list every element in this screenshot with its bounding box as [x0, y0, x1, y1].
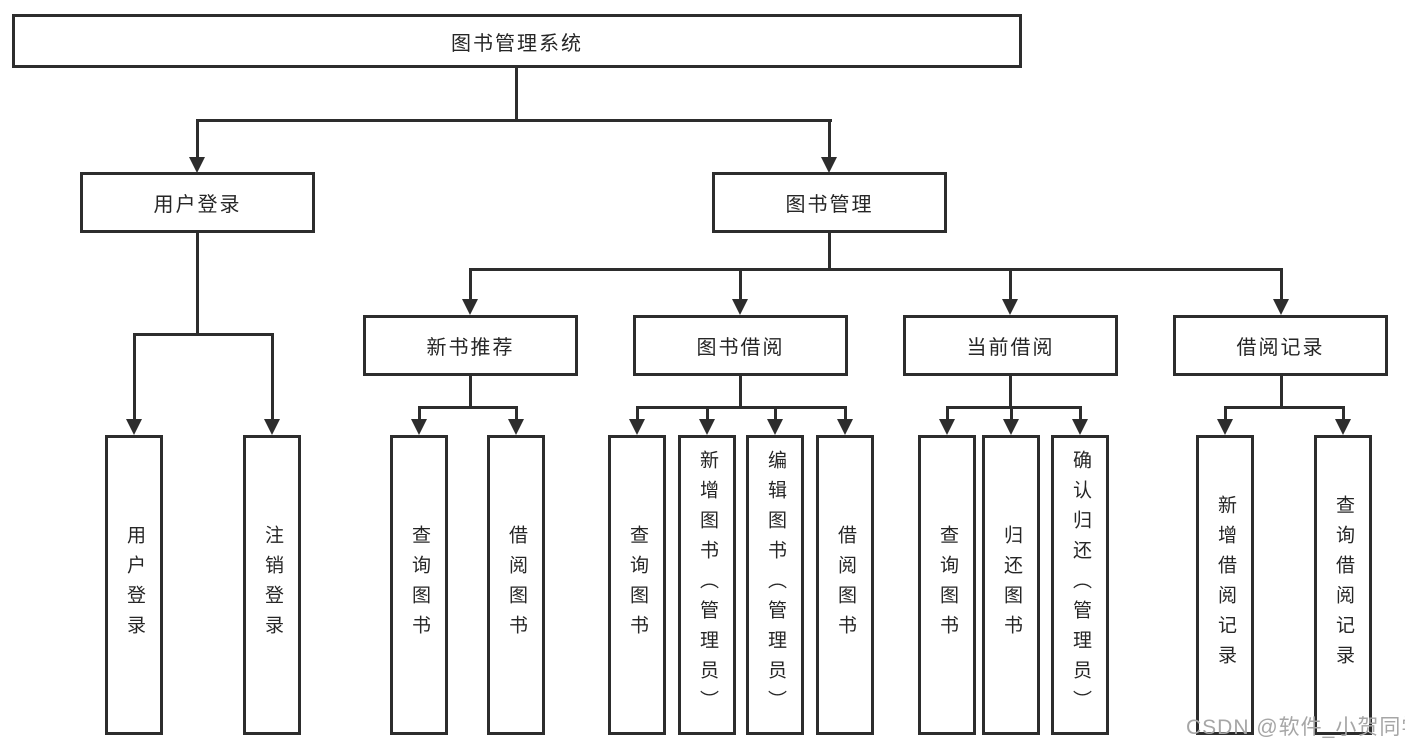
leaf-logout: 注销登录	[243, 435, 301, 735]
node-book-borrow-label: 图书借阅	[696, 337, 785, 359]
connector-user-login-drop	[196, 119, 199, 159]
arrow-down-icon	[1217, 419, 1233, 435]
leaf-bb-edit-book-admin: 编辑图书（管理员）	[746, 435, 804, 735]
connector-leaf-drop	[1342, 406, 1345, 421]
leaf-bb-query-book: 查询图书	[608, 435, 666, 735]
connector-leaf-drop	[271, 333, 274, 421]
connector-level2-rail	[196, 119, 832, 122]
connector-leaf-drop	[844, 406, 847, 421]
leaf-br-query-record: 查询借阅记录	[1314, 435, 1372, 735]
connector-leaf-drop	[418, 406, 421, 421]
arrow-down-icon	[732, 299, 748, 315]
leaf-br-add-record: 新增借阅记录	[1196, 435, 1254, 735]
leaf-bb-add-book-admin: 新增图书（管理员）	[678, 435, 736, 735]
node-borrow-records: 借阅记录	[1173, 315, 1388, 376]
leaf-nb-borrow-book: 借阅图书	[487, 435, 545, 735]
connector-cb-stem	[1009, 376, 1012, 409]
leaf-cb-query-book: 查询图书	[918, 435, 976, 735]
node-new-book-recommend-label: 新书推荐	[426, 337, 515, 359]
connector-leaf-drop	[133, 333, 136, 421]
arrow-down-icon	[699, 419, 715, 435]
connector-bb-rail	[636, 406, 847, 409]
node-book-borrow: 图书借阅	[633, 315, 848, 376]
connector-leaf-drop	[515, 406, 518, 421]
connector-leaf-drop	[706, 406, 709, 421]
connector-root-stem	[515, 68, 518, 121]
arrow-down-icon	[629, 419, 645, 435]
node-current-borrow-label: 当前借阅	[966, 337, 1055, 359]
node-current-borrow: 当前借阅	[903, 315, 1118, 376]
connector-leaf-drop	[774, 406, 777, 421]
connector-nb-rail	[418, 406, 518, 409]
leaf-cb-return-book: 归还图书	[982, 435, 1040, 735]
node-book-management: 图书管理	[712, 172, 947, 233]
connector-leaf-drop	[946, 406, 949, 421]
connector-leaf-drop	[636, 406, 639, 421]
arrow-down-icon	[1002, 299, 1018, 315]
connector-br-rail	[1224, 406, 1345, 409]
csdn-watermark: CSDN @软件_小贺同学	[1186, 716, 1405, 739]
connector-user-login-rail	[133, 333, 274, 336]
connector-nb-stem	[469, 376, 472, 409]
arrow-down-icon	[837, 419, 853, 435]
arrow-down-icon	[462, 299, 478, 315]
connector-bb-stem	[739, 376, 742, 409]
connector-leaf-drop	[1010, 406, 1013, 421]
connector-book-mgmt-drop	[828, 119, 831, 159]
leaf-cb-confirm-return-admin: 确认归还（管理员）	[1051, 435, 1109, 735]
leaf-user-login: 用户登录	[105, 435, 163, 735]
node-book-management-label: 图书管理	[785, 194, 874, 216]
arrow-down-icon	[189, 157, 205, 173]
connector-br-stem	[1280, 376, 1283, 409]
arrow-down-icon	[264, 419, 280, 435]
node-root-label: 图书管理系统	[451, 32, 583, 55]
connector-level3-drop	[469, 268, 472, 302]
connector-level3-rail	[469, 268, 1283, 271]
arrow-down-icon	[126, 419, 142, 435]
arrow-down-icon	[1003, 419, 1019, 435]
arrow-down-icon	[821, 157, 837, 173]
node-root: 图书管理系统	[12, 14, 1022, 68]
connector-cb-rail	[946, 406, 1082, 409]
connector-leaf-drop	[1224, 406, 1227, 421]
leaf-bb-borrow-book: 借阅图书	[816, 435, 874, 735]
connector-book-mgmt-stem	[828, 233, 831, 271]
connector-leaf-drop	[1079, 406, 1082, 421]
leaf-nb-query-book: 查询图书	[390, 435, 448, 735]
connector-user-login-stem	[196, 233, 199, 335]
node-user-login-label: 用户登录	[153, 194, 242, 216]
connector-level3-drop	[739, 268, 742, 302]
connector-level3-drop	[1009, 268, 1012, 302]
connector-level3-drop	[1280, 268, 1283, 302]
arrow-down-icon	[767, 419, 783, 435]
arrow-down-icon	[411, 419, 427, 435]
arrow-down-icon	[939, 419, 955, 435]
arrow-down-icon	[1335, 419, 1351, 435]
node-user-login: 用户登录	[80, 172, 315, 233]
node-borrow-records-label: 借阅记录	[1236, 337, 1325, 359]
arrow-down-icon	[1273, 299, 1289, 315]
arrow-down-icon	[1072, 419, 1088, 435]
node-new-book-recommend: 新书推荐	[363, 315, 578, 376]
arrow-down-icon	[508, 419, 524, 435]
